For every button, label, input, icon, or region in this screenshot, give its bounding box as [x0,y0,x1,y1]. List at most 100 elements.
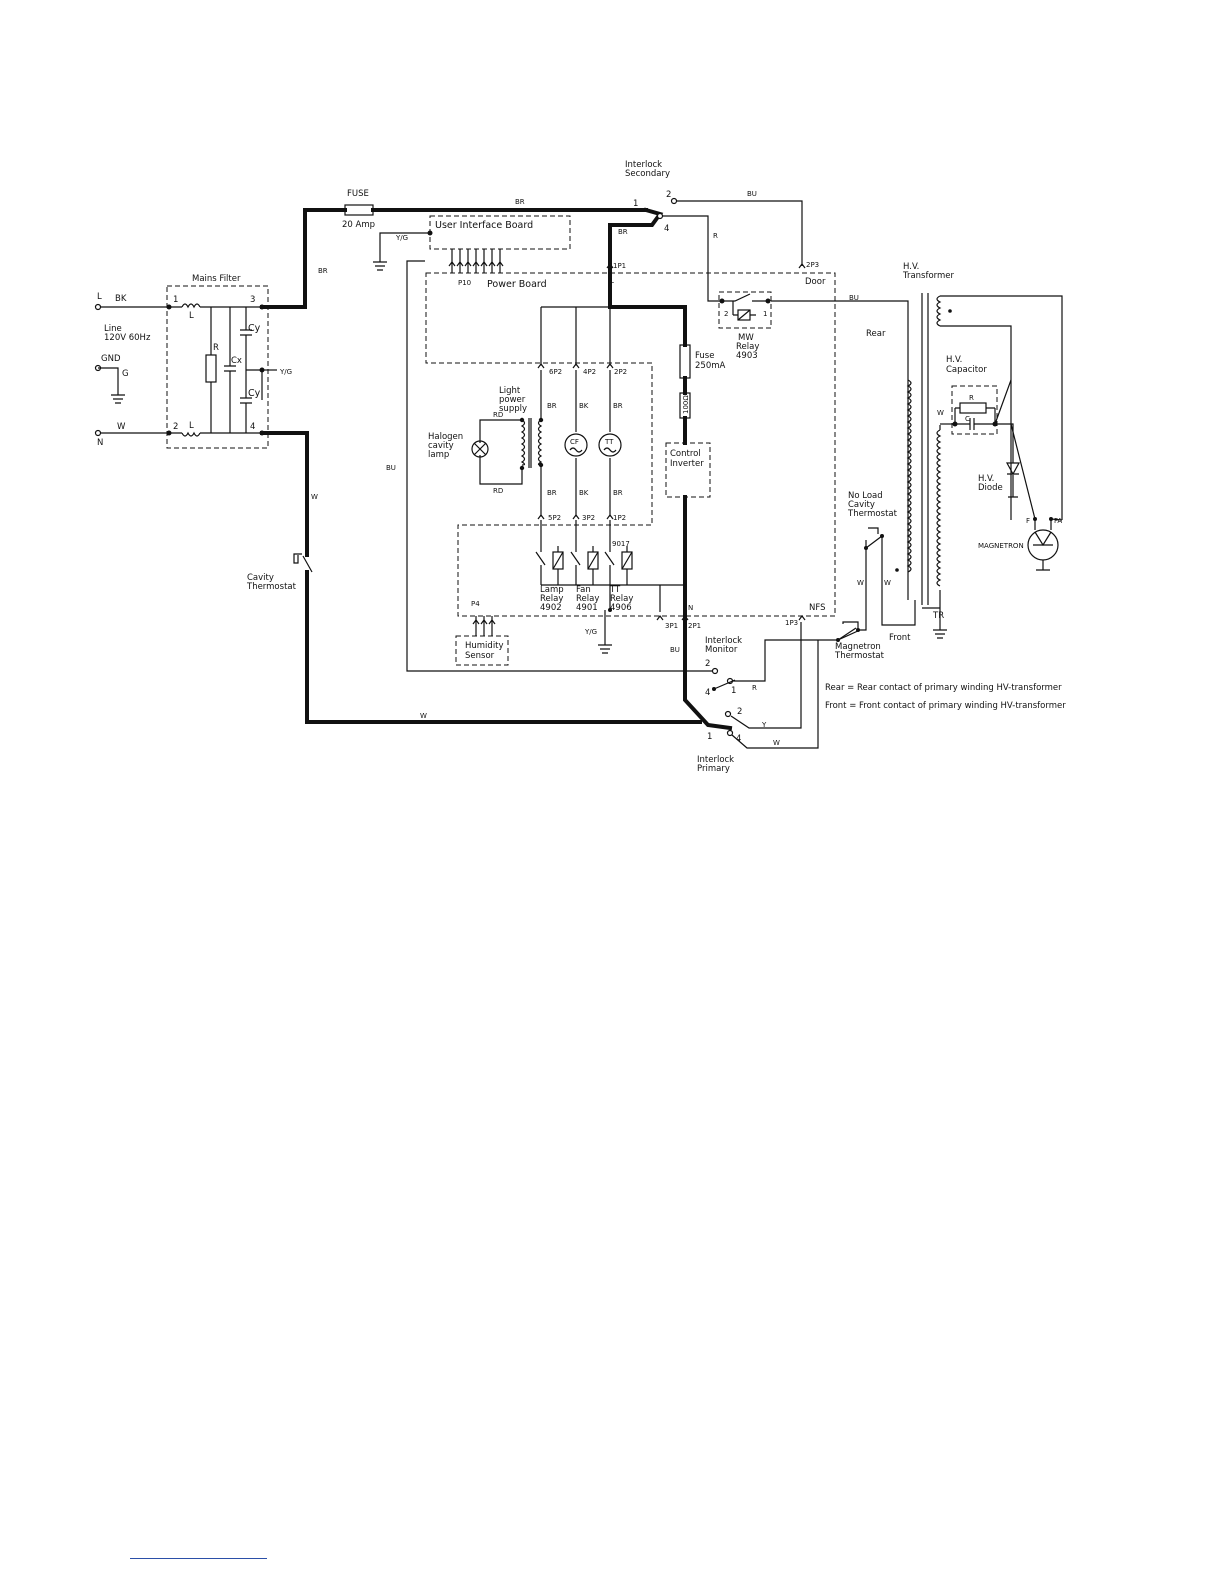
svg-text:2: 2 [737,707,742,717]
svg-text:BU: BU [670,646,680,654]
footer-rule [130,1558,267,1559]
svg-text:N: N [688,604,693,612]
board-connectors-bottom: 3P1 2P1 N NFS 1P3 BU [656,603,826,654]
svg-text:1: 1 [633,199,638,209]
svg-text:BK: BK [579,489,589,497]
no-load-cavity-thermostat: No Load Cavity Thermostat W W Front [847,491,916,643]
light-power-supply: Light power supply RD RD [479,386,544,495]
svg-text:2: 2 [724,310,728,318]
svg-text:2P2: 2P2 [614,368,627,376]
svg-text:RD: RD [493,487,503,495]
svg-text:lamp: lamp [428,450,449,460]
svg-text:H.V.: H.V. [946,355,962,365]
svg-text:Mains Filter: Mains Filter [192,274,241,284]
svg-text:User Interface Board: User Interface Board [435,220,533,231]
svg-text:Cx: Cx [231,356,242,366]
svg-text:Diode: Diode [978,483,1003,493]
svg-text:3: 3 [250,295,255,305]
legend: Rear = Rear contact of primary winding H… [825,683,1066,711]
svg-text:Relay: Relay [736,342,759,352]
svg-text:RD: RD [493,411,503,419]
svg-text:BU: BU [386,464,396,472]
svg-text:Halogen: Halogen [428,432,463,442]
svg-text:W: W [420,712,427,720]
svg-text:3P1: 3P1 [665,622,678,630]
svg-text:4906: 4906 [610,603,632,613]
svg-text:TR: TR [932,611,944,621]
svg-text:C: C [965,415,970,423]
svg-text:BK: BK [115,294,127,304]
hv-capacitor: H.V. Capacitor R C W H.V. Diode [937,355,1021,498]
svg-text:Door: Door [805,277,826,287]
svg-text:1: 1 [731,686,736,696]
mains-input-labels: L BK Line 120V 60Hz GND G N W [97,292,151,448]
svg-text:W: W [311,493,318,501]
svg-text:2: 2 [173,422,178,432]
svg-text:Fan: Fan [576,585,591,595]
resistor-100-ohm: 100Ω [679,392,691,419]
svg-text:R: R [713,232,718,240]
svg-text:4P2: 4P2 [583,368,596,376]
svg-text:Thermostat: Thermostat [246,582,297,592]
svg-text:1: 1 [763,310,767,318]
svg-text:Transformer: Transformer [902,271,955,281]
svg-text:L: L [610,277,614,285]
svg-text:Light: Light [499,386,521,396]
magnetron-thermostat: Magnetron Thermostat [834,540,885,661]
svg-text:100Ω: 100Ω [682,395,690,414]
power-board: Power Board [425,272,836,617]
svg-text:F: F [1026,517,1030,525]
svg-text:1: 1 [173,295,178,305]
svg-text:Monitor: Monitor [705,645,738,655]
cavity-thermostat: Cavity Thermostat [246,553,313,592]
svg-text:Relay: Relay [610,594,633,604]
svg-text:Rear = Rear contact of primary: Rear = Rear contact of primary winding H… [825,683,1062,693]
svg-text:W: W [857,579,864,587]
svg-text:W: W [884,579,891,587]
board-relays: 9017 Y/G Lamp Relay 4902 Fan Relay 4901 … [535,520,685,654]
svg-text:Inverter: Inverter [670,459,704,469]
svg-text:120V 60Hz: 120V 60Hz [104,333,151,343]
svg-text:BU: BU [849,294,859,302]
fuse-250ma: Fuse 250mA [679,344,726,379]
svg-text:cavity: cavity [428,441,454,451]
user-interface-board: User Interface Board Y/G P10 [373,215,571,287]
svg-text:BR: BR [613,402,623,410]
svg-text:BR: BR [547,402,557,410]
svg-text:FA: FA [1054,517,1062,525]
svg-text:Cy: Cy [248,388,261,399]
svg-text:Power Board: Power Board [487,279,547,290]
svg-text:20 Amp: 20 Amp [342,220,375,230]
mains-filter: Mains Filter 1 2 3 4 L L R Cx Cy Cy Y/G [94,274,292,449]
svg-text:4: 4 [250,422,255,432]
svg-text:Relay: Relay [576,594,599,604]
svg-text:BR: BR [318,267,328,275]
svg-text:9017: 9017 [612,540,630,548]
svg-text:GND: GND [101,354,121,364]
svg-text:FUSE: FUSE [347,189,369,199]
svg-text:Y/G: Y/G [279,368,292,376]
svg-text:NFS: NFS [809,603,826,613]
svg-text:4901: 4901 [576,603,598,613]
svg-text:1P2: 1P2 [613,514,626,522]
svg-text:1P3: 1P3 [785,619,798,627]
svg-text:Sensor: Sensor [465,651,495,661]
svg-text:4: 4 [664,224,669,234]
svg-text:Relay: Relay [540,594,563,604]
svg-text:2P1: 2P1 [688,622,701,630]
svg-text:G: G [122,369,129,379]
magnetron: F FA MAGNETRON [978,423,1062,571]
svg-text:L: L [189,311,194,321]
svg-text:Cavity: Cavity [848,500,875,510]
svg-text:W: W [773,739,780,747]
svg-text:MAGNETRON: MAGNETRON [978,542,1024,550]
svg-text:Humidity: Humidity [465,641,504,651]
svg-text:Front = Front contact of prima: Front = Front contact of primary winding… [825,701,1066,711]
main-fuse: FUSE 20 Amp BR BR [318,189,525,275]
svg-text:R: R [213,343,219,353]
svg-text:4902: 4902 [540,603,562,613]
svg-text:5P2: 5P2 [548,514,561,522]
halogen-cavity-lamp: Halogen cavity lamp [428,432,489,460]
svg-text:Lamp: Lamp [540,585,564,595]
